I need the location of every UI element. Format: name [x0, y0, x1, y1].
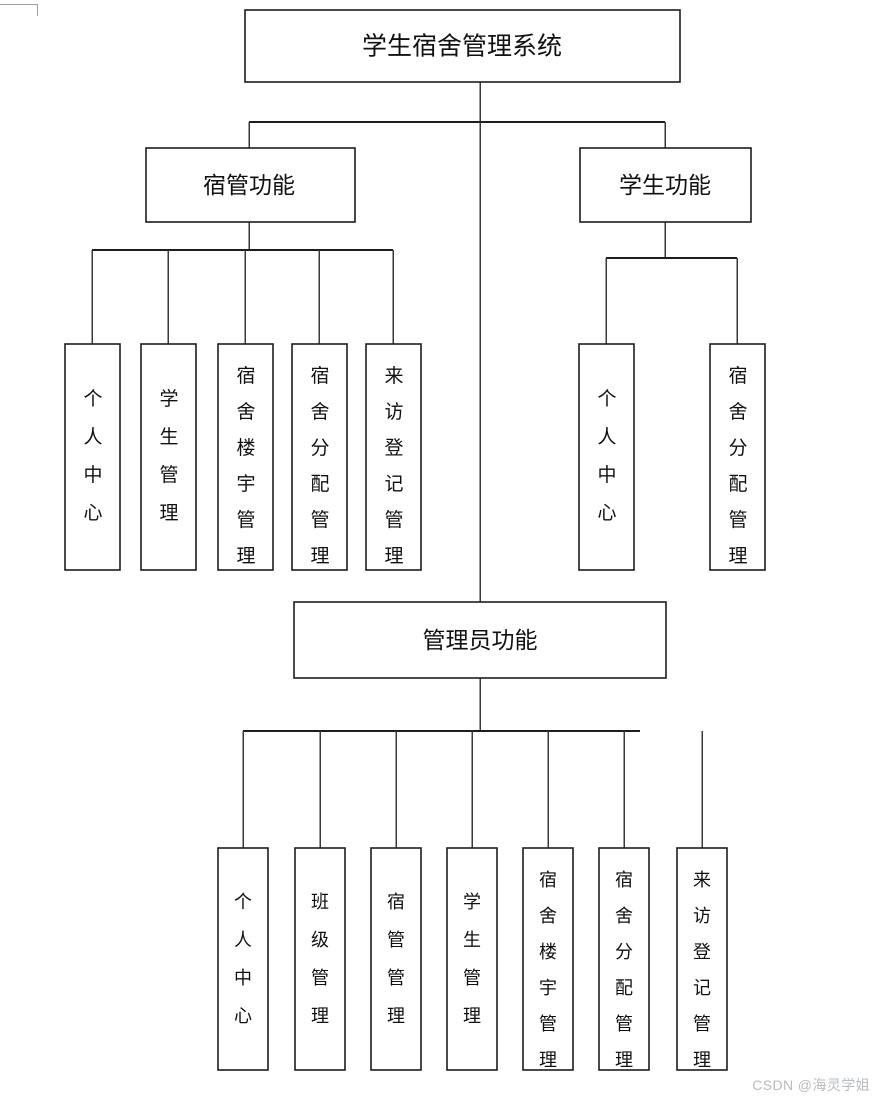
- leaf-student-0-box: [578, 343, 635, 571]
- leaf-dorm-2-box: [217, 343, 274, 571]
- leaf-admin-4-label: 宿舍楼宇管理: [539, 870, 557, 1070]
- node-root-box: [244, 9, 681, 83]
- node-admin[interactable]: 管理员功能: [293, 601, 667, 679]
- leaf-dorm-2-label: 宿舍楼宇管理: [236, 365, 255, 567]
- leaf-admin-2-box: [370, 847, 422, 1071]
- leaf-admin-0[interactable]: 个人中心: [217, 847, 269, 1071]
- node-root-label: 学生宿舍管理系统: [362, 33, 562, 61]
- watermark-text: CSDN @海灵学姐: [752, 1077, 870, 1093]
- leaf-admin-2-label: 宿管管理: [387, 892, 405, 1026]
- node-student-label: 学生功能: [619, 172, 711, 198]
- leaf-dorm-2[interactable]: 宿舍楼宇管理: [217, 343, 274, 571]
- corner-artifact: [0, 4, 38, 16]
- leaf-admin-6[interactable]: 来访登记管理: [676, 847, 728, 1071]
- leaf-dorm-3-box: [291, 343, 348, 571]
- leaf-dorm-0[interactable]: 个人中心: [64, 343, 121, 571]
- leaf-dorm-1-label: 学生管理: [159, 388, 178, 524]
- node-student[interactable]: 学生功能: [579, 147, 752, 223]
- leaf-student-1-label: 宿舍分配管理: [728, 365, 747, 567]
- leaf-admin-6-label: 来访登记管理: [693, 870, 711, 1070]
- leaf-admin-1-label: 班级管理: [311, 892, 329, 1026]
- leaf-admin-2[interactable]: 宿管管理: [370, 847, 422, 1071]
- node-dorm-manager-label: 宿管功能: [203, 172, 295, 198]
- admin-children: 个人中心 班级管理 宿管管理 学生管理 宿舍楼宇管理 宿舍分配管理: [217, 847, 728, 1071]
- leaf-admin-0-box: [217, 847, 269, 1071]
- node-admin-box: [293, 601, 667, 679]
- leaf-dorm-1-box: [140, 343, 197, 571]
- leaf-dorm-3-label: 宿舍分配管理: [310, 365, 329, 567]
- leaf-admin-3-label: 学生管理: [463, 892, 481, 1026]
- leaf-student-0[interactable]: 个人中心: [578, 343, 635, 571]
- leaf-student-1-box: [709, 343, 766, 571]
- leaf-dorm-4[interactable]: 来访登记管理: [365, 343, 422, 571]
- leaf-dorm-0-label: 个人中心: [83, 388, 102, 524]
- leaf-admin-0-label: 个人中心: [234, 892, 252, 1026]
- leaf-admin-3[interactable]: 学生管理: [446, 847, 498, 1071]
- leaf-admin-4[interactable]: 宿舍楼宇管理: [522, 847, 574, 1071]
- leaf-dorm-0-box: [64, 343, 121, 571]
- leaf-admin-6-box: [676, 847, 728, 1071]
- leaf-student-1[interactable]: 宿舍分配管理: [709, 343, 766, 571]
- node-dorm-manager[interactable]: 宿管功能: [145, 147, 356, 223]
- leaf-dorm-4-label: 来访登记管理: [384, 365, 403, 567]
- leaf-admin-5-box: [598, 847, 650, 1071]
- leaf-admin-1-box: [294, 847, 346, 1071]
- leaf-admin-3-box: [446, 847, 498, 1071]
- leaf-dorm-3[interactable]: 宿舍分配管理: [291, 343, 348, 571]
- node-admin-label: 管理员功能: [423, 627, 538, 653]
- connector-layer: [91, 82, 738, 848]
- leaf-student-0-label: 个人中心: [597, 388, 616, 524]
- leaf-admin-5[interactable]: 宿舍分配管理: [598, 847, 650, 1071]
- leaf-admin-1[interactable]: 班级管理: [294, 847, 346, 1071]
- node-root[interactable]: 学生宿舍管理系统: [244, 9, 681, 83]
- leaf-admin-4-box: [522, 847, 574, 1071]
- node-student-box: [579, 147, 752, 223]
- dorm-manager-children: 个人中心 学生管理 宿舍楼宇管理 宿舍分配管理 来访登记管理: [64, 343, 422, 571]
- node-dorm-manager-box: [145, 147, 356, 223]
- leaf-dorm-1[interactable]: 学生管理: [140, 343, 197, 571]
- leaf-dorm-4-box: [365, 343, 422, 571]
- student-children: 个人中心 宿舍分配管理: [578, 343, 766, 571]
- leaf-admin-5-label: 宿舍分配管理: [615, 870, 633, 1070]
